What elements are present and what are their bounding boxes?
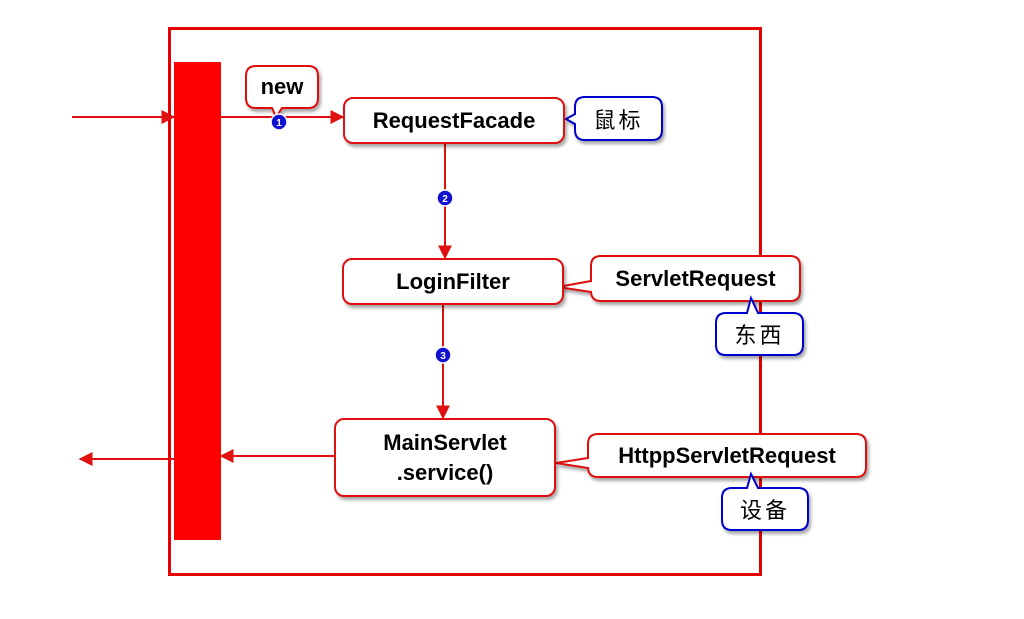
main-servlet-node: MainServlet .service() [334, 418, 556, 497]
step-3-number: 3 [440, 351, 446, 362]
device-note-bubble [721, 471, 809, 531]
request-facade-label: RequestFacade [372, 107, 536, 133]
http-servlet-request-bubble [555, 433, 867, 478]
http-servlet-request-text: HttppServletRequest [618, 442, 836, 468]
servlet-request-bubble [557, 255, 801, 302]
step-2-number: 2 [442, 194, 448, 205]
device-note-text: 设备 [739, 499, 790, 524]
step-2-badge: 2 [436, 189, 454, 207]
login-filter-node: LoginFilter [342, 258, 564, 305]
mouse-note-text: 鼠标 [593, 108, 644, 134]
servlet-request-text: ServletRequest [615, 265, 776, 291]
main-servlet-label: MainServlet .service() [383, 429, 507, 485]
step-1-number: 1 [276, 118, 282, 129]
server-bar [174, 62, 221, 540]
request-facade-node: RequestFacade [343, 97, 565, 144]
step-3-badge: 3 [434, 346, 452, 364]
new-callout-text: new [260, 74, 304, 99]
thing-note-bubble [715, 295, 804, 356]
step-1-badge: 1 [270, 113, 288, 131]
mouse-note-bubble [563, 96, 663, 141]
login-filter-label: LoginFilter [396, 268, 510, 294]
thing-note-text: 东西 [734, 324, 785, 349]
new-callout-bubble [245, 65, 319, 120]
